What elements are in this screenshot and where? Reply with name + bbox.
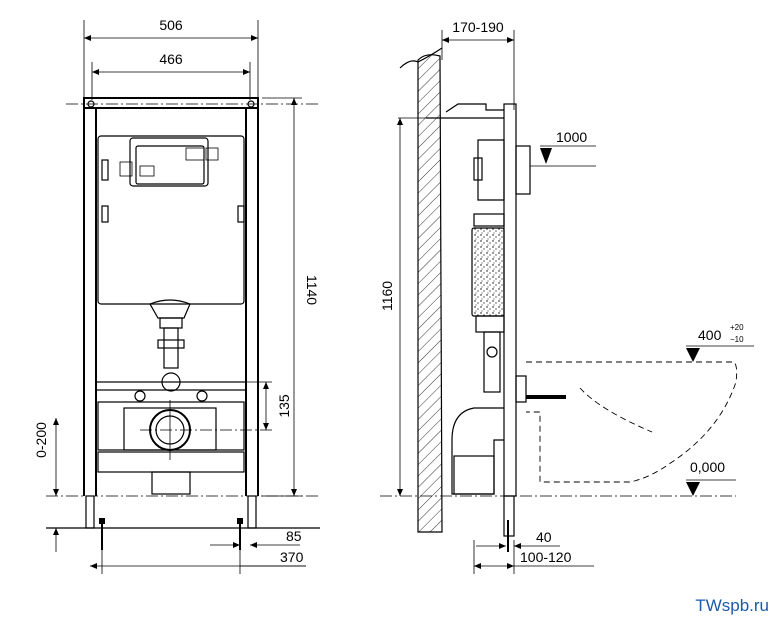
dim-width-overall: 506 [159, 17, 183, 33]
dim-bowl-height: 400 [698, 327, 722, 343]
dim-button-height: 1000 [556, 129, 587, 145]
drain-elbow [451, 407, 504, 495]
dim-foot-adjust: 0-200 [33, 422, 49, 458]
dim-wall-gap: 170-190 [452, 19, 504, 35]
dim-floor-level: 0,000 [690, 459, 725, 475]
site-watermark: TWspb.ru [695, 596, 769, 615]
dim-frame-height: 1160 [379, 281, 395, 311]
dim-drain-offset: 135 [276, 394, 292, 418]
frame-side-post [503, 103, 517, 497]
front-left-foot [85, 495, 95, 529]
dim-foot-spacing: 370 [280, 549, 304, 565]
dim-base-depth: 100-120 [520, 549, 572, 565]
tol-minus: −10 [730, 335, 744, 344]
frame-top-rail [83, 97, 259, 109]
front-right-foot [247, 495, 257, 529]
front-view: 506 466 [33, 17, 320, 574]
cistern-tank [97, 135, 245, 305]
dim-width-inner: 466 [159, 51, 183, 67]
dim-height-overall: 1140 [304, 275, 320, 305]
tol-plus: +20 [730, 323, 744, 332]
side-view: 170-190 1000 1160 [379, 19, 754, 574]
dim-foot-offset: 85 [286, 528, 302, 544]
dim-foot-depth: 40 [536, 529, 552, 545]
flush-pipe [159, 317, 183, 329]
wall-section [417, 54, 443, 533]
flush-button-housing [515, 145, 531, 195]
cistern-insulation [471, 227, 505, 317]
